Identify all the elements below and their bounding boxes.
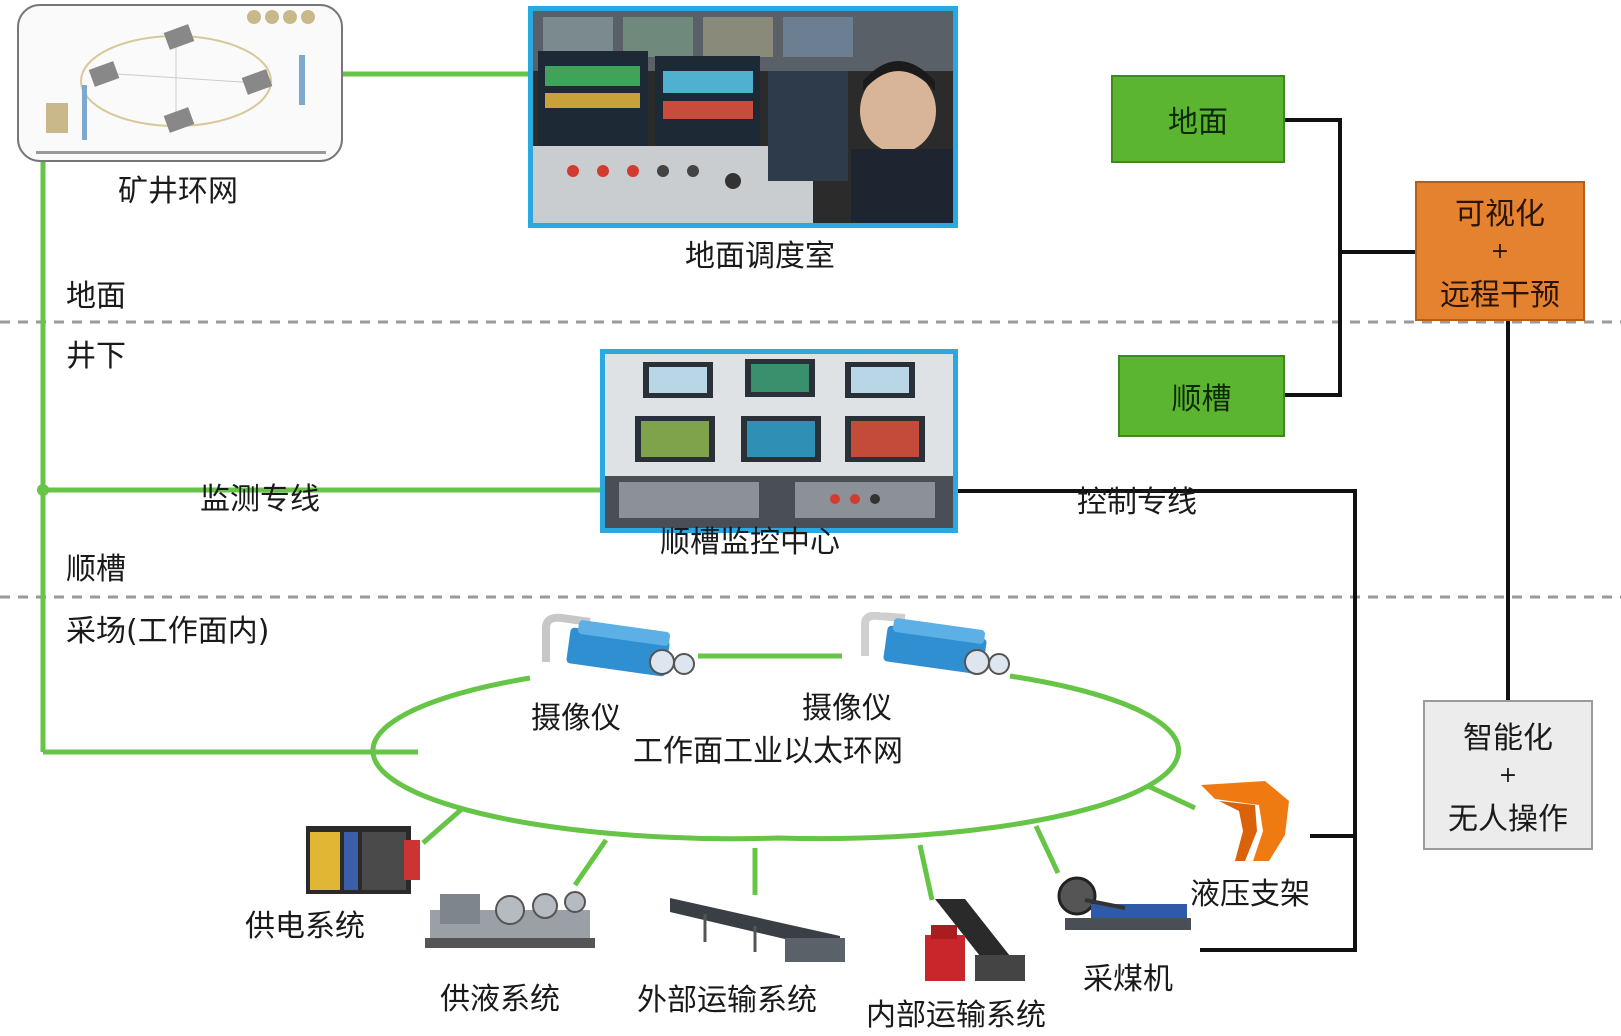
trough-center-label: 顺槽监控中心 [660, 525, 840, 560]
smart-line1: 智能化 [1463, 720, 1553, 756]
external-transport-label: 外部运输系统 [637, 983, 817, 1018]
control-line [958, 489, 1357, 952]
branch-shearer [1033, 824, 1061, 875]
branch-support [1146, 783, 1197, 811]
visual-line2: 远程干预 [1440, 277, 1560, 313]
trough-center-photo [600, 349, 958, 533]
zone-label-stope: 采场(工作面内) [66, 614, 270, 649]
visual-plus: + [1490, 238, 1510, 264]
control-line-label: 控制专线 [1077, 485, 1197, 520]
dispatch-room-label: 地面调度室 [685, 239, 835, 274]
camera-2-label: 摄像仪 [802, 691, 892, 726]
face-ring [370, 673, 1181, 842]
branch-internal [917, 844, 935, 901]
smart-unmanned-box: 智能化 + 无人操作 [1423, 700, 1593, 850]
hydraulic-support-label: 液压支架 [1190, 877, 1310, 912]
control-network-lines [958, 118, 1510, 952]
zone-label-underground: 井下 [66, 339, 126, 374]
smart-plus: + [1498, 762, 1518, 788]
hydraulic-support-image [1195, 775, 1295, 870]
mine-ring-label: 矿井环网 [118, 174, 238, 209]
trough-box: 顺槽 [1118, 355, 1285, 437]
fluid-system-label: 供液系统 [440, 982, 560, 1017]
internal-transport-image [905, 895, 1035, 990]
branch-power [421, 806, 465, 845]
green-network-lines [40, 71, 1197, 901]
dispatch-room-photo [528, 6, 958, 228]
monitoring-line-label: 监测专线 [200, 482, 320, 517]
shearer-label: 采煤机 [1083, 962, 1173, 997]
smart-line2: 无人操作 [1448, 801, 1568, 837]
shearer-image [1055, 870, 1195, 940]
visual-remote-box: 可视化 + 远程干预 [1415, 181, 1585, 321]
zone-label-trough: 顺槽 [66, 552, 126, 587]
camera-1-icon [538, 612, 698, 690]
external-transport-image [665, 892, 850, 972]
fluid-system-image [420, 880, 600, 960]
power-system-label: 供电系统 [245, 909, 365, 944]
mine-ring-image [16, 3, 344, 163]
power-system-image [300, 820, 425, 905]
camera-2-icon [845, 612, 1010, 690]
camera-1-label: 摄像仪 [531, 701, 621, 736]
surface-box-link [1285, 118, 1342, 397]
trunk-junction-dot [37, 484, 49, 496]
branch-fluid [572, 838, 609, 887]
zone-label-surface: 地面 [66, 279, 126, 314]
face-ring-label: 工作面工业以太环网 [633, 734, 903, 769]
visual-line1: 可视化 [1455, 196, 1545, 232]
surface-box: 地面 [1111, 75, 1285, 163]
internal-transport-label: 内部运输系统 [866, 998, 1046, 1033]
